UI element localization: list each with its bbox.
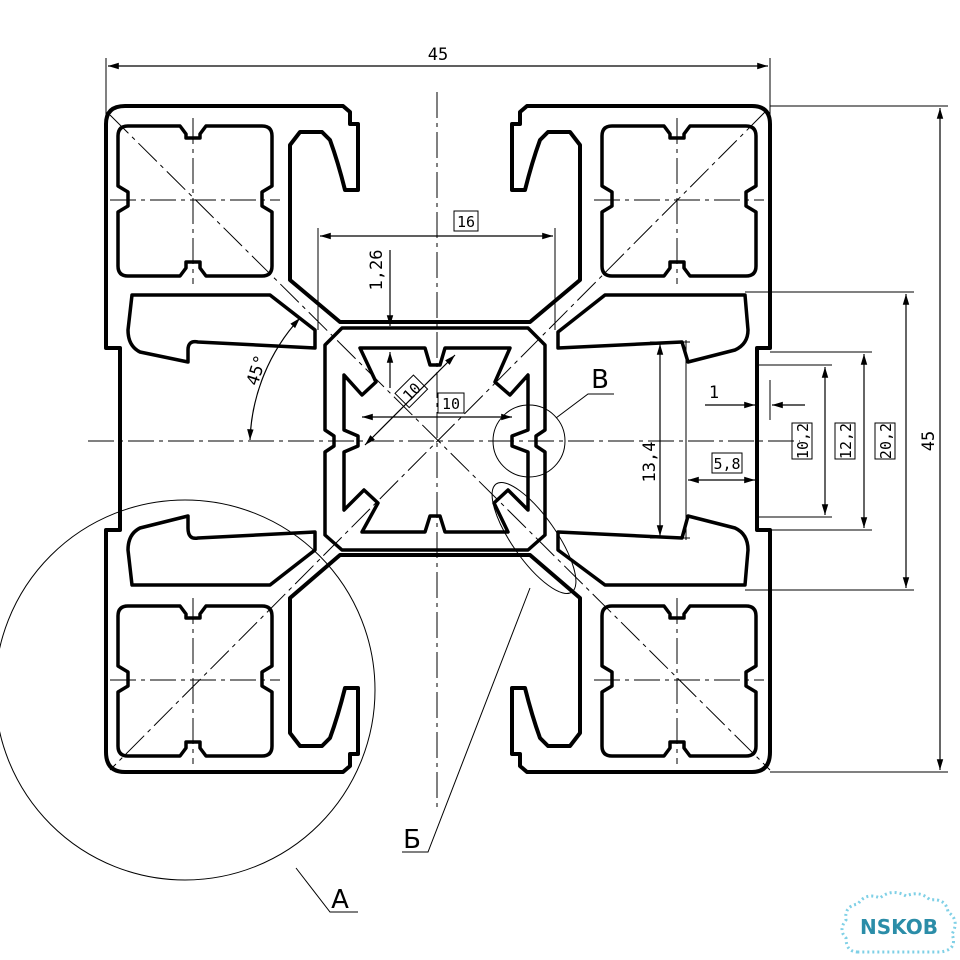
- outer-contour: [104, 104, 772, 774]
- left-slot-lip-lower: [126, 514, 317, 587]
- hollow-bottom-left: [116, 604, 274, 758]
- right-slot-lip-upper: [556, 293, 750, 364]
- dim-angle: 45°: [243, 353, 272, 388]
- dim-h3: 12,2: [837, 423, 855, 459]
- detail-v-label: В: [591, 365, 609, 395]
- hollow-bottom-right: [600, 604, 758, 758]
- center-lines: [88, 92, 800, 812]
- dim-h4: 20,2: [877, 423, 895, 459]
- detail-b-ellipse: [491, 481, 577, 595]
- detail-a-label: А: [331, 885, 349, 915]
- dim-diag-line: [364, 354, 456, 446]
- logo-text: NSKOB: [860, 915, 938, 939]
- dim-wall-thickness: 1,26: [367, 250, 387, 291]
- dim-h2: 10,2: [794, 423, 812, 459]
- right-slot-lip-lower: [556, 514, 750, 587]
- dim-slot-width: 16: [457, 213, 475, 231]
- dim-overall-height: 45: [919, 431, 939, 451]
- detail-v-circle: [492, 404, 566, 478]
- dim-angle-arc: [247, 317, 301, 441]
- detail-a-circle: [0, 499, 376, 881]
- dim-h1: 13,4: [640, 442, 660, 483]
- dim-small: 1: [709, 383, 719, 403]
- dim-overall-width: 45: [428, 45, 448, 65]
- profile-outline: [104, 104, 772, 774]
- left-slot-lip-upper: [126, 293, 317, 364]
- nskob-logo: NSKOB: [840, 891, 957, 954]
- dim-depth: 5,8: [713, 455, 740, 473]
- hollow-top-right: [600, 124, 758, 278]
- cloud-icon: [840, 891, 957, 954]
- dim-core-width: 10: [442, 395, 460, 413]
- detail-callouts: А Б В: [0, 365, 614, 915]
- hollow-top-left: [116, 124, 274, 278]
- detail-b-label: Б: [403, 825, 421, 855]
